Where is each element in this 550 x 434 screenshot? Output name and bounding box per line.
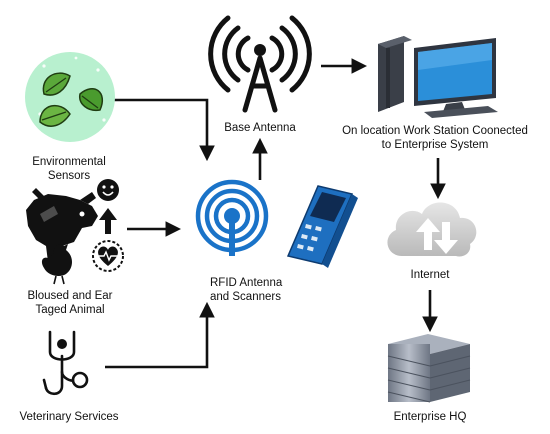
animal-label-line2: Taged Animal	[35, 304, 105, 316]
enterprise-hq-label: Enterprise HQ	[380, 410, 480, 424]
animal-label: Bloused and Ear Taged Animal	[10, 289, 130, 317]
base-antenna-label-text: Base Antenna	[224, 122, 296, 134]
chicken-icon	[41, 240, 72, 285]
workstation-label: On location Work Station Coonected to En…	[320, 124, 550, 152]
workstation-label-line2: to Enterprise System	[381, 139, 489, 151]
cow-icon	[26, 188, 98, 262]
arrow-vet-to-rfid	[105, 301, 215, 369]
environmental-sensors-label-line2: Sensors	[47, 170, 91, 182]
internet-label-text: Internet	[410, 269, 450, 281]
antenna-tower-icon	[208, 15, 312, 113]
enterprise-hq-label-text: Enterprise HQ	[393, 411, 467, 423]
arrows	[100, 58, 446, 369]
arrow-sensors-to-rfid	[100, 98, 215, 162]
internet-label: Internet	[395, 268, 465, 282]
workstation-label-line1: On location Work Station Coonected	[342, 125, 528, 137]
leaves-icon	[25, 52, 115, 142]
rfid-label-line2: and Scanners	[210, 291, 281, 303]
up-arrow-icon	[99, 208, 117, 234]
scanner-icon	[286, 185, 358, 268]
rfid-label-line1: RFID Antenna	[210, 277, 283, 289]
heart-rate-icon	[92, 240, 124, 272]
veterinary-label: Veterinary Services	[4, 410, 134, 424]
environmental-sensors-label: Environmental Sensors	[10, 155, 128, 183]
rfid-label: RFID Antenna and Scanners	[210, 276, 320, 304]
server-rack-icon	[387, 334, 471, 403]
smiley-icon	[97, 179, 119, 201]
rfid-signal-icon	[195, 179, 269, 256]
environmental-sensors-label-line1: Environmental	[32, 156, 106, 168]
veterinary-label-text: Veterinary Services	[19, 411, 119, 423]
cloud-icon	[387, 202, 477, 257]
computer-icon	[378, 36, 498, 118]
animal-label-line1: Bloused and Ear	[27, 290, 113, 302]
stethoscope-icon	[42, 330, 89, 396]
base-antenna-label: Base Antenna	[212, 121, 308, 135]
